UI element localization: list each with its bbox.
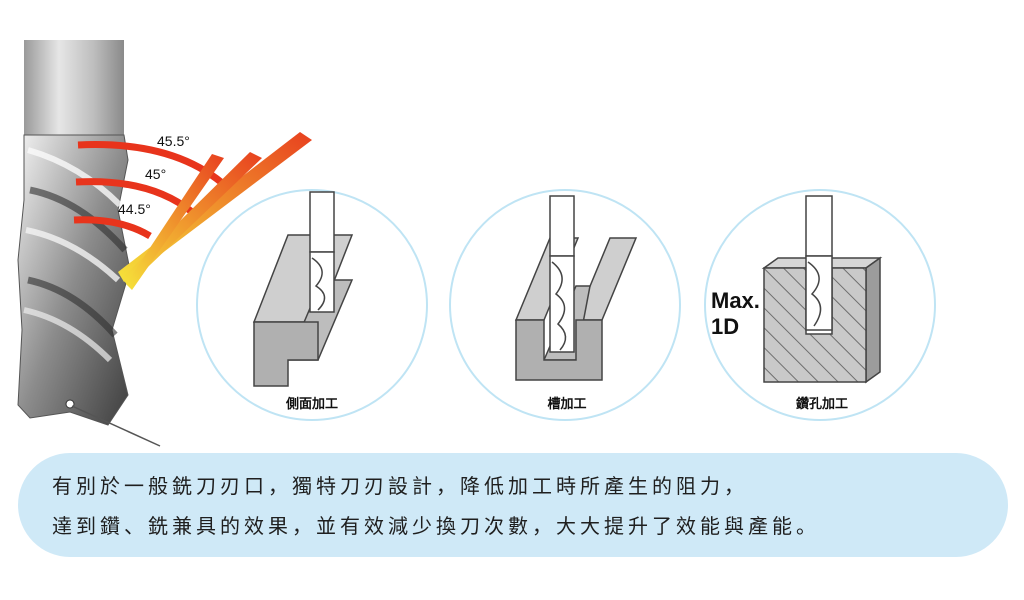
drilling-panel: Max. 1D 鑽孔加工 xyxy=(704,189,936,421)
tool-body-small xyxy=(805,255,833,331)
flute-highlight-3 xyxy=(23,307,113,363)
caption-box xyxy=(18,453,1008,557)
flute-shadow-2 xyxy=(27,276,118,338)
tool-shank-small xyxy=(805,195,833,257)
flute-highlight-2 xyxy=(25,227,121,283)
block-side xyxy=(865,256,881,384)
block-front xyxy=(253,321,319,387)
ray-3 xyxy=(126,154,224,290)
operation-label: 鑽孔加工 xyxy=(796,396,848,412)
tool-flute-small xyxy=(551,261,567,351)
operation-label: 側面加工 xyxy=(285,396,338,412)
operation-label: 槽加工 xyxy=(547,396,586,412)
endmill-tool xyxy=(17,40,161,447)
block-front xyxy=(515,319,603,381)
slot-milling-panel: 槽加工 xyxy=(449,189,681,421)
tool-flute-small xyxy=(807,261,822,327)
tool-shank-small xyxy=(549,195,575,257)
tool-shank-small xyxy=(309,191,335,253)
angle-label-1: 45.5° xyxy=(157,133,190,149)
angle-label-2: 45° xyxy=(145,166,166,182)
helix-arc-1 xyxy=(77,141,235,195)
tool-flute-small xyxy=(311,257,326,311)
depth-value: 1D xyxy=(711,314,739,339)
pointer-line xyxy=(71,405,161,447)
flute-shadow-1 xyxy=(29,186,128,253)
tool-body-small xyxy=(309,251,335,313)
tool-shank xyxy=(24,40,124,135)
side-milling-panel: 側面加工 xyxy=(196,189,428,421)
flute-highlight-1 xyxy=(27,147,123,208)
max-depth-label: Max. xyxy=(711,288,760,313)
helix-arc-3 xyxy=(73,216,152,240)
chip-flow-rays xyxy=(118,132,312,290)
tool-body-small xyxy=(549,255,575,353)
angle-label-3: 44.5° xyxy=(118,201,151,217)
caption-line-1: 有別於一般銑刀刃口，獨特刀刃設計，降低加工時所產生的阻力， xyxy=(52,474,748,498)
caption-line-2: 達到鑽、銑兼具的效果，並有效減少換刀次數，大大提升了效能與產能。 xyxy=(52,514,820,538)
